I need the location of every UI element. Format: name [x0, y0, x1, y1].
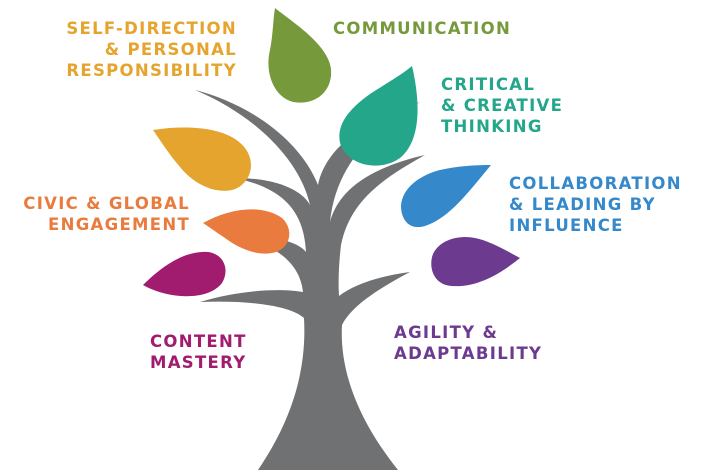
- leaf-critical-thinking: [339, 66, 418, 166]
- label-collaboration: COLLABORATION & LEADING BY INFLUENCE: [509, 174, 682, 235]
- label-communication: COMMUNICATION: [333, 19, 512, 38]
- leaf-agility: [431, 236, 520, 287]
- label-critical-thinking: CRITICAL & CREATIVE THINKING: [441, 75, 564, 136]
- leaf-civic-engagement: [203, 209, 290, 254]
- label-content-mastery: CONTENT MASTERY: [150, 332, 247, 372]
- label-agility: AGILITY & ADAPTABILITY: [394, 323, 543, 363]
- leaf-self-direction: [153, 127, 251, 191]
- label-civic-engagement: CIVIC & GLOBAL ENGAGEMENT: [23, 194, 190, 234]
- leaf-content-mastery: [143, 251, 226, 297]
- label-self-direction: SELF-DIRECTION & PERSONAL RESPONSIBILITY: [66, 19, 237, 80]
- leaf-collaboration: [401, 165, 491, 228]
- tree-trunk: [195, 90, 425, 470]
- leaf-communication: [268, 8, 332, 103]
